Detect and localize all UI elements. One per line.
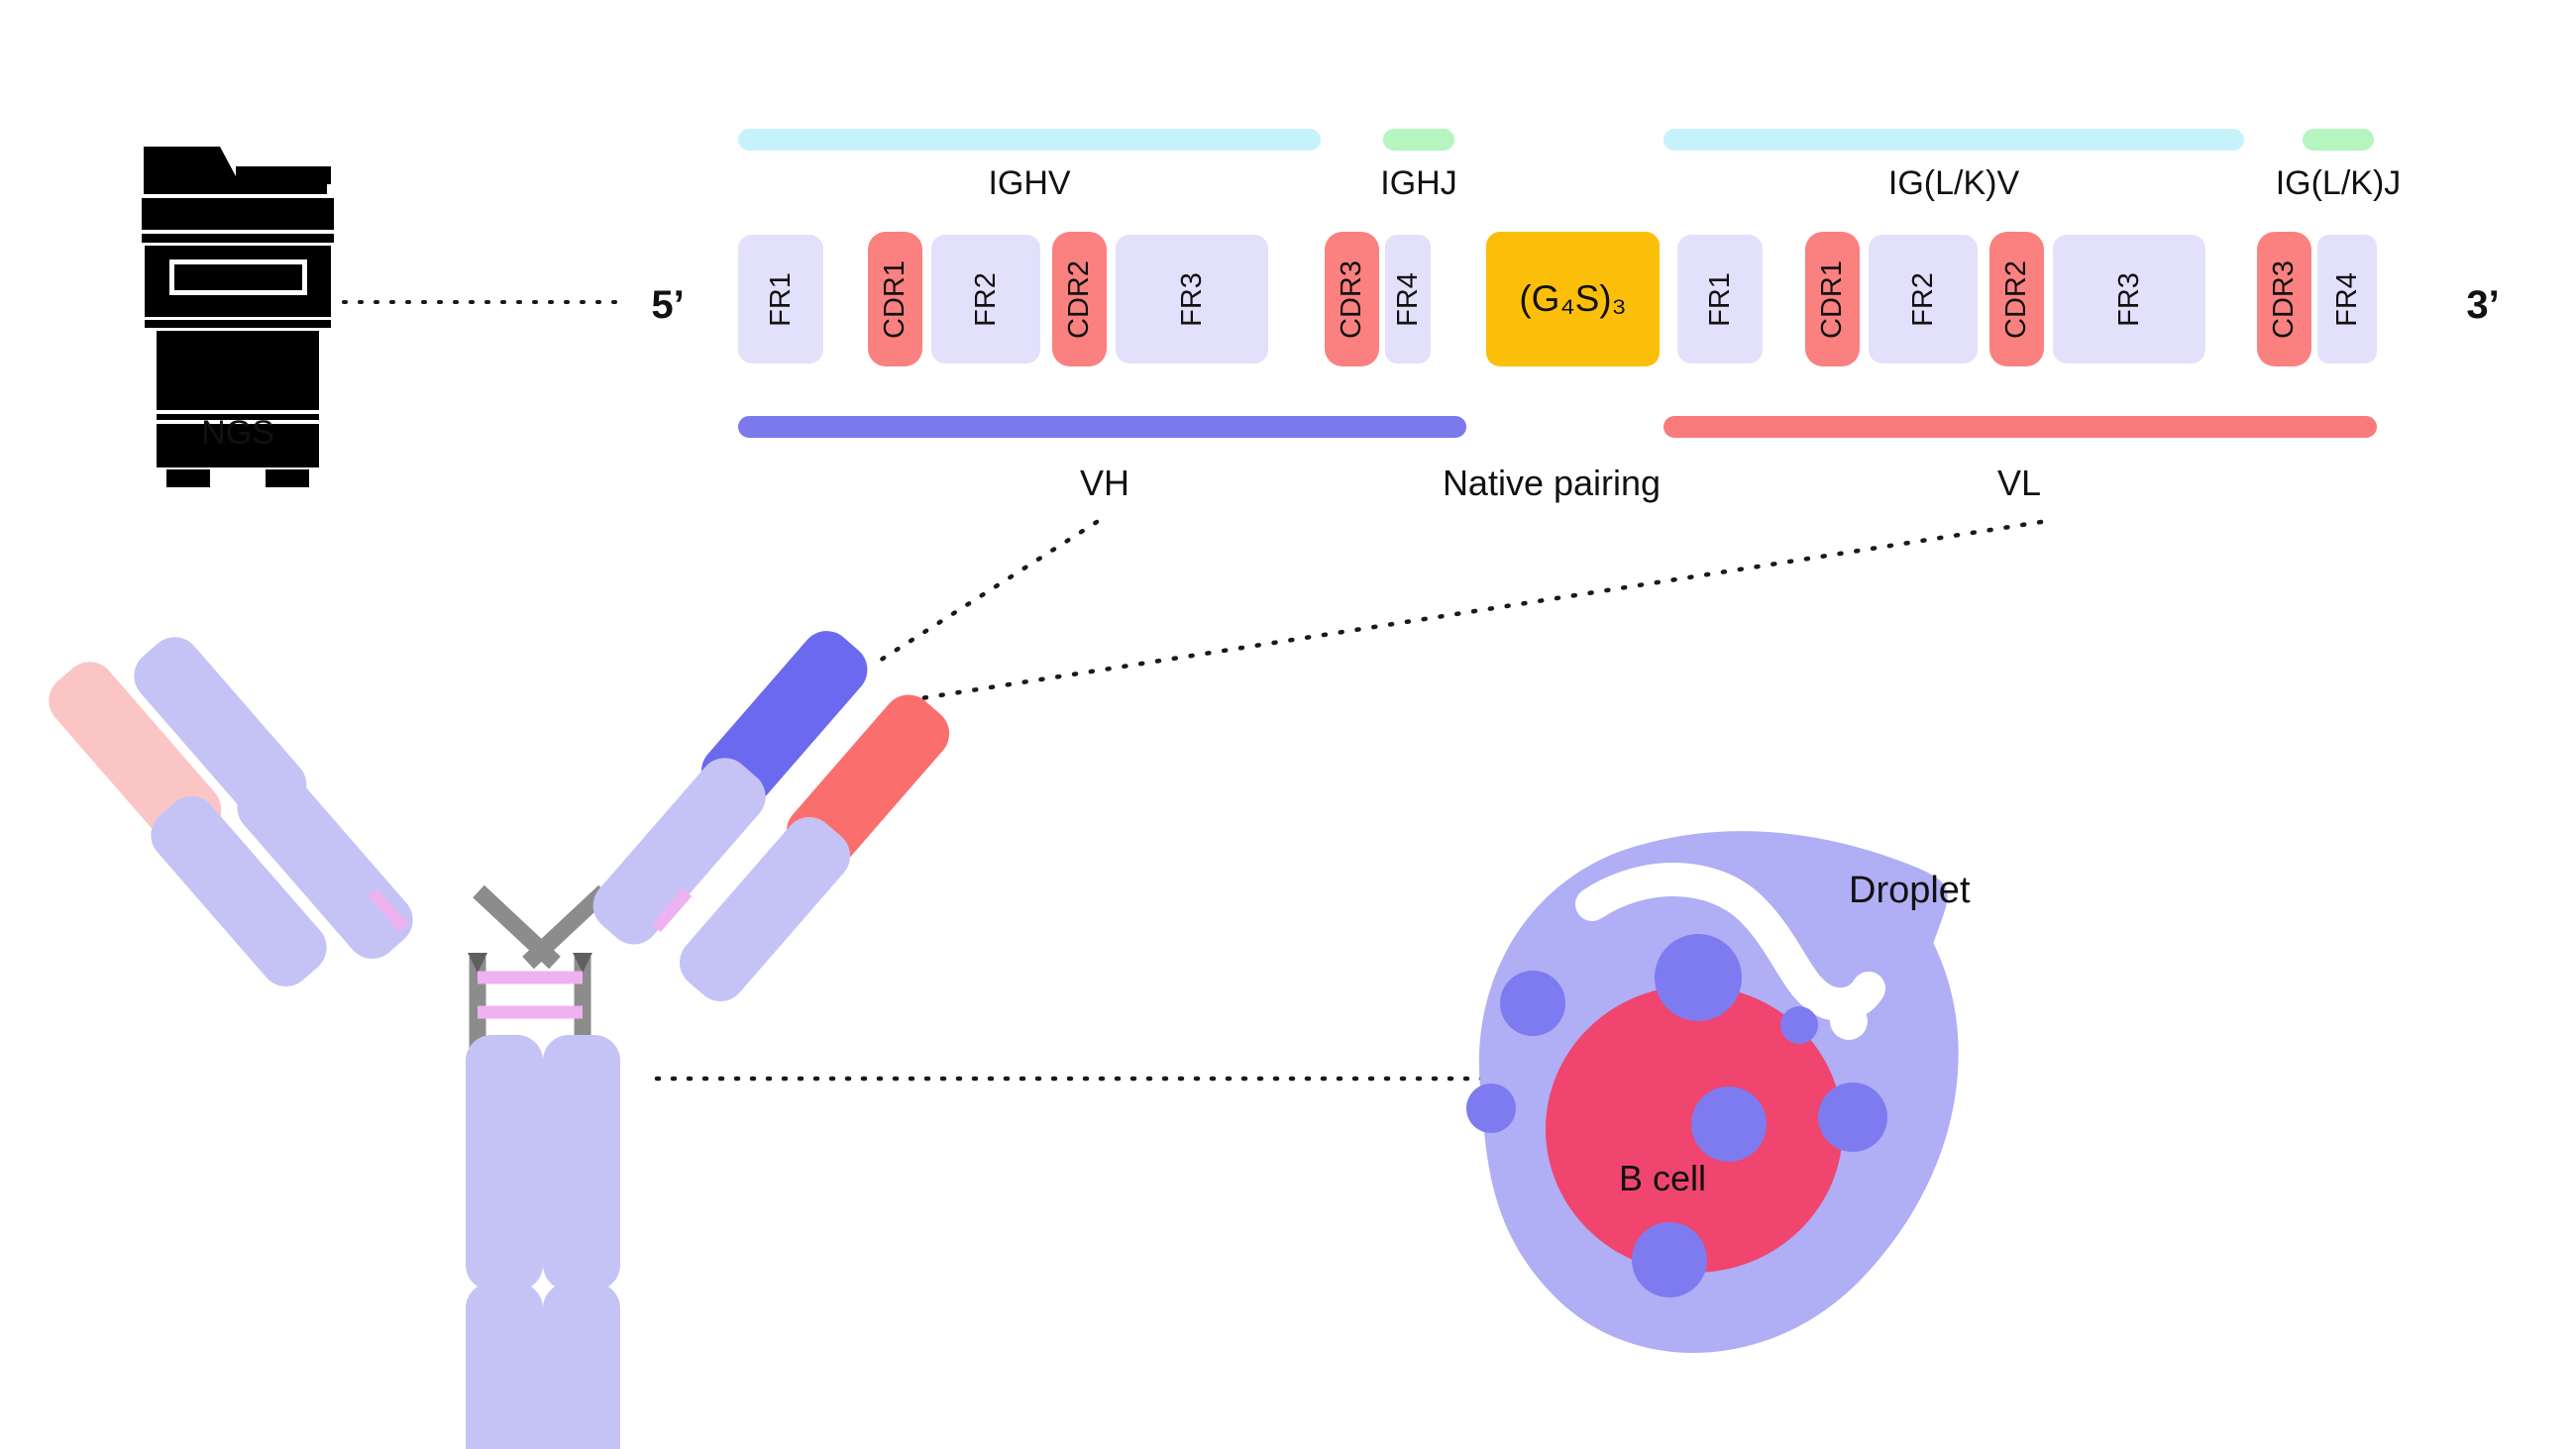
right-fab-light-chain: [679, 694, 950, 1001]
segment-l-fr3: FR3: [2053, 235, 2205, 363]
region-label-iglkj: IG(L/K)J: [2275, 164, 2402, 202]
segment-l-cdr3: CDR3: [2257, 232, 2311, 366]
vesicle: [1466, 1084, 1516, 1133]
segment-label: CDR2: [1063, 259, 1095, 339]
vesicle: [1818, 1083, 1887, 1152]
droplet-highlight-dot: [1830, 1002, 1868, 1040]
region-label-ighv: IGHV: [988, 164, 1071, 202]
connector-vh-callout: [869, 519, 1100, 669]
segment-label: CDR2: [2000, 259, 2032, 339]
vesicle: [1632, 1222, 1707, 1297]
segment-label: FR1: [764, 271, 797, 327]
native-pairing-label: Native pairing: [1442, 463, 1662, 503]
segment-h-fr4: FR4: [1385, 235, 1431, 363]
segment-label: FR3: [2112, 271, 2145, 327]
chain-label-vh: VH: [1079, 463, 1130, 503]
droplet-label: Droplet: [1849, 870, 1971, 911]
antibody-diagram: [49, 631, 950, 1449]
segment-label: FR2: [969, 271, 1002, 327]
segment-label: CDR3: [2268, 259, 2300, 339]
chain-bar-vl: [1664, 416, 2377, 438]
segment-label: FR1: [1703, 271, 1736, 327]
segment-label: FR4: [2330, 271, 2363, 327]
connector-vl-callout: [918, 519, 2044, 701]
chain-bar-vh: [738, 416, 1466, 438]
antibody-hinge: [469, 884, 610, 1048]
segment-label: CDR1: [879, 259, 911, 339]
region-bar-iglkv: [1664, 129, 2244, 151]
fc-region: [466, 1035, 620, 1449]
right-fab-disulfide: [651, 887, 693, 933]
segment-h-fr2: FR2: [931, 235, 1040, 363]
segment-label: FR4: [1391, 271, 1424, 327]
b-cell-label: B cell: [1618, 1158, 1707, 1198]
five-prime-label: 5’: [651, 283, 685, 327]
segment-l-cdr2: CDR2: [1989, 232, 2044, 366]
right-fab-heavy-chain: [592, 631, 868, 945]
left-fab-heavy-chain: [134, 637, 413, 959]
segment-linker: (G₄S)₃: [1486, 232, 1660, 366]
region-bar-ighv: [738, 129, 1321, 151]
segment-h-cdr2: CDR2: [1052, 232, 1107, 366]
left-fab-disulfide: [368, 887, 409, 933]
segment-h-fr1: FR1: [738, 235, 823, 363]
ngs-label: NGS: [201, 414, 274, 452]
segment-label: CDR3: [1336, 259, 1367, 339]
region-label-iglkv: IG(L/K)V: [1887, 164, 2020, 202]
vesicle: [1655, 934, 1742, 1021]
region-bar-iglkj: [2303, 129, 2374, 151]
linker-label: (G₄S)₃: [1519, 278, 1627, 319]
hinge-joint-right: [573, 953, 592, 973]
segment-l-fr2: FR2: [1869, 235, 1978, 363]
left-fab-light-chain: [49, 662, 327, 986]
hinge-joint-left: [468, 953, 487, 973]
segment-l-cdr1: CDR1: [1805, 232, 1860, 366]
disulfide-bonds: [478, 971, 583, 1019]
droplet-illustration: [1466, 831, 1959, 1353]
segment-h-cdr1: CDR1: [868, 232, 922, 366]
segment-label: CDR1: [1816, 259, 1848, 339]
vh-domain-highlight: [700, 631, 868, 810]
segment-l-fr4: FR4: [2317, 235, 2377, 363]
segment-label: FR2: [1906, 271, 1939, 327]
vesicle: [1780, 1006, 1818, 1044]
segment-h-cdr3: CDR3: [1325, 232, 1379, 366]
chain-label-vl: VL: [1996, 463, 2042, 503]
three-prime-label: 3’: [2466, 283, 2500, 327]
vesicle: [1691, 1087, 1767, 1162]
segment-h-fr3: FR3: [1116, 235, 1268, 363]
sequencer-icon: [142, 147, 334, 487]
segment-label: FR3: [1175, 271, 1208, 327]
vesicle: [1500, 971, 1565, 1036]
region-bar-ighj: [1383, 129, 1454, 151]
segment-l-fr1: FR1: [1677, 235, 1763, 363]
region-label-ighj: IGHJ: [1380, 164, 1457, 202]
